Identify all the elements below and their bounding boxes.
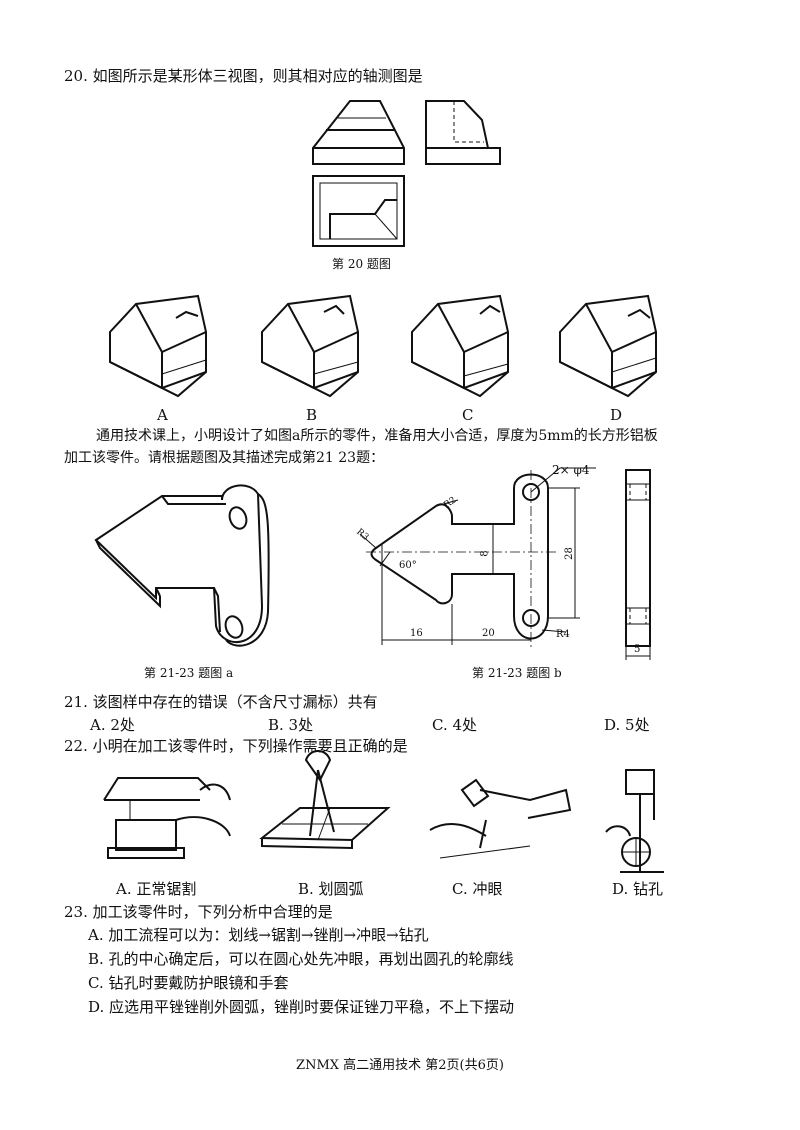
- option-b-drawing: [261, 294, 359, 398]
- q21-option-b: B. 3处: [268, 716, 314, 734]
- intro-line-1: 通用技术课上，小明设计了如图a所示的零件，准备用大小合适，厚度为5mm的长方形铝…: [96, 428, 658, 444]
- q21-option-a: A. 2处: [90, 716, 135, 734]
- q22-option-d: D. 钻孔: [612, 880, 664, 898]
- figure-b-caption: 第 21-23 题图 b: [472, 666, 562, 680]
- q23-option-c: C. 钻孔时要戴防护眼镜和手套: [88, 974, 289, 992]
- option-a-sawing-illustration: [103, 777, 231, 859]
- q20-caption: 第 20 题图: [332, 257, 391, 271]
- side-view: [425, 100, 501, 165]
- q20-option-a: A: [157, 406, 168, 424]
- q20-option-c: C: [462, 406, 474, 424]
- axonometric-options: [109, 294, 657, 398]
- three-view-drawing: [312, 100, 501, 247]
- q22-option-a: A. 正常锯割: [116, 880, 197, 898]
- option-c-punching-illustration: [429, 778, 572, 859]
- q23-option-a: A. 加工流程可以为：划线→锯割→锉削→冲眼→钻孔: [88, 926, 429, 944]
- figure-a-part: [94, 484, 270, 647]
- option-c-drawing: [411, 294, 509, 398]
- q22-illustrations: [103, 750, 664, 873]
- q21-stem: 21. 该图样中存在的错误（不含尺寸漏标）共有: [64, 693, 378, 711]
- option-b-scribing-illustration: [259, 750, 391, 850]
- dim-5: 5: [634, 644, 641, 655]
- q22-stem: 22. 小明在加工该零件时，下列操作需要且正确的是: [64, 737, 408, 755]
- q23-option-b: B. 孔的中心确定后，可以在圆心处先冲眼，再划出圆孔的轮廓线: [88, 950, 514, 968]
- figure-a-caption: 第 21-23 题图 a: [144, 666, 234, 680]
- front-view: [312, 100, 405, 165]
- dim-holes: 2× φ4: [552, 463, 590, 477]
- q20-option-b: B: [306, 406, 318, 424]
- q20-option-d: D: [610, 406, 623, 424]
- dim-r4: R4: [556, 629, 570, 640]
- intro-line-2: 加工该零件。请根据题图及其描述完成第21 23题：: [64, 450, 385, 466]
- q21-option-c: C. 4处: [432, 716, 478, 734]
- page-footer: ZNMX 高二通用技术 第2页(共6页): [296, 1058, 504, 1073]
- q23-option-d: D. 应选用平锉锉削外圆弧，锉削时要保证锉刀平稳，不上下摆动: [88, 998, 515, 1016]
- q20-stem: 20. 如图所示是某形体三视图，则其相对应的轴测图是: [64, 67, 423, 85]
- q22-option-c: C. 冲眼: [452, 880, 503, 898]
- figure-b-drawing: [359, 467, 596, 648]
- dim-20: 20: [482, 628, 495, 639]
- option-d-drilling-illustration: [605, 769, 664, 873]
- dim-angle: 60°: [399, 560, 417, 571]
- option-a-drawing: [109, 294, 207, 398]
- top-view: [312, 175, 405, 247]
- option-d-drawing: [559, 294, 657, 398]
- q23-stem: 23. 加工该零件时，下列分析中合理的是: [64, 903, 333, 921]
- dim-16: 16: [410, 628, 423, 639]
- plate-side-view: [625, 469, 651, 660]
- q21-option-d: D. 5处: [604, 716, 650, 734]
- q22-option-b: B. 划圆弧: [298, 880, 364, 898]
